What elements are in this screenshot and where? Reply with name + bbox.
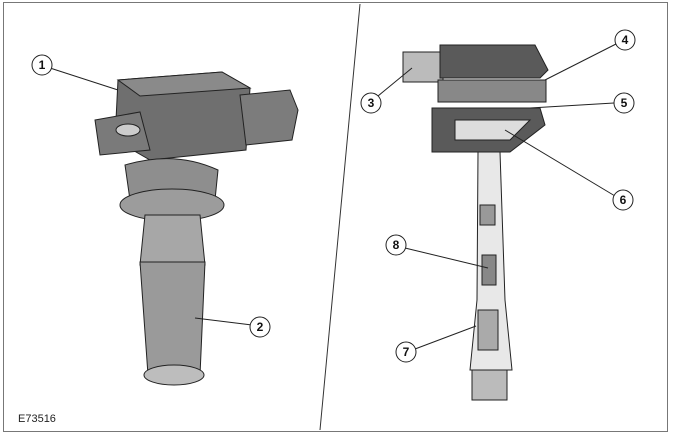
callout-4: 4 (614, 29, 636, 51)
svg-text:8: 8 (393, 238, 400, 252)
figure-reference: E73516 (18, 413, 56, 425)
svg-text:3: 3 (368, 96, 375, 110)
coil-exterior (94, 71, 299, 386)
callout-lines (49, 43, 617, 350)
svg-text:2: 2 (257, 320, 264, 334)
svg-text:7: 7 (403, 345, 410, 359)
svg-text:5: 5 (621, 96, 628, 110)
coil-section (402, 44, 549, 401)
divider-line (319, 3, 361, 431)
figure-frame (3, 2, 668, 432)
callout-1: 1 (31, 54, 53, 76)
callout-6: 6 (612, 189, 634, 211)
svg-text:1: 1 (39, 58, 46, 72)
callout-2: 2 (249, 316, 271, 338)
callout-8: 8 (385, 234, 407, 256)
callout-3: 3 (360, 92, 382, 114)
callout-5: 5 (613, 92, 635, 114)
svg-text:6: 6 (620, 193, 627, 207)
callout-7: 7 (395, 341, 417, 363)
svg-text:4: 4 (622, 33, 629, 47)
